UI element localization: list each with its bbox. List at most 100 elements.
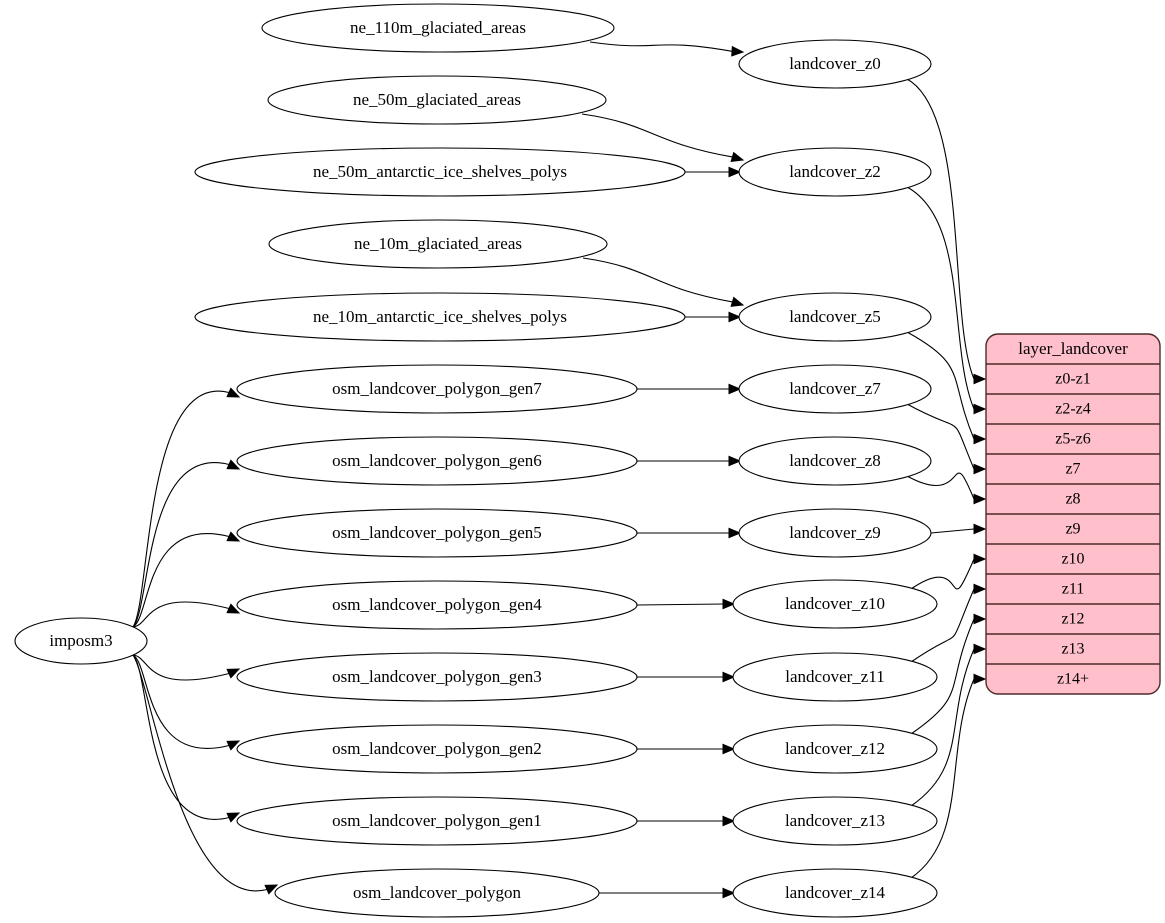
node-ellipse [236, 652, 638, 702]
graph-edge [906, 331, 975, 440]
edge-arrowhead [722, 815, 736, 827]
node-label: ne_110m_glaciated_areas [350, 18, 526, 37]
edge-arrowhead [973, 373, 987, 385]
edge-arrowhead [973, 673, 987, 685]
edge-arrowhead [973, 583, 987, 595]
table-row-label[interactable]: z7 [1065, 461, 1080, 478]
graph-node-ne_50m_glaciated_areas[interactable]: ne_50m_glaciated_areas [267, 75, 607, 125]
graph-edge [581, 113, 733, 158]
node-label: osm_landcover_polygon [353, 883, 522, 902]
edge-arrowhead [728, 166, 742, 178]
graph-node-ne_110m_glaciated_areas[interactable]: ne_110m_glaciated_areas [261, 3, 615, 53]
table-row-label[interactable]: z0-z1 [1055, 371, 1091, 388]
graph-edge [910, 588, 975, 663]
edge-arrowhead [973, 523, 987, 535]
graph-node-landcover_z14[interactable]: landcover_z14 [732, 868, 938, 918]
node-ellipse [261, 3, 615, 53]
node-label: osm_landcover_polygon_gen3 [332, 667, 542, 686]
graph-node-osm_landcover_polygon[interactable]: osm_landcover_polygon [274, 868, 600, 918]
node-label: landcover_z8 [789, 451, 881, 470]
graph-node-osm_landcover_polygon_gen3[interactable]: osm_landcover_polygon_gen3 [236, 652, 638, 702]
edge-arrowhead [973, 463, 987, 475]
node-ellipse [268, 219, 608, 269]
edge-arrowhead [728, 383, 742, 395]
table-row-label[interactable]: z11 [1062, 581, 1085, 598]
node-ellipse [236, 364, 638, 414]
graph-node-ne_50m_antarctic_ice_shelves_polys[interactable]: ne_50m_antarctic_ice_shelves_polys [194, 147, 686, 197]
graph-edge [589, 41, 733, 52]
node-label: osm_landcover_polygon_gen1 [332, 811, 542, 830]
graph-edge [906, 403, 975, 470]
node-label: ne_10m_antarctic_ice_shelves_polys [313, 307, 567, 326]
graph-node-osm_landcover_polygon_gen2[interactable]: osm_landcover_polygon_gen2 [236, 724, 638, 774]
graph-node-ne_10m_glaciated_areas[interactable]: ne_10m_glaciated_areas [268, 219, 608, 269]
graph-edge [132, 654, 230, 749]
node-ellipse [732, 724, 938, 774]
edge-arrowhead [264, 884, 279, 895]
node-label: landcover_z7 [789, 379, 881, 398]
edge-arrowhead [226, 668, 241, 679]
graph-edge [906, 472, 975, 500]
graph-node-landcover_z0[interactable]: landcover_z0 [738, 39, 932, 89]
node-label: osm_landcover_polygon_gen2 [332, 739, 542, 758]
graph-node-ne_10m_antarctic_ice_shelves_polys[interactable]: ne_10m_antarctic_ice_shelves_polys [194, 292, 686, 342]
node-label: landcover_z2 [789, 162, 881, 181]
graph-node-landcover_z5[interactable]: landcover_z5 [738, 292, 932, 342]
edge-arrowhead [973, 643, 987, 655]
graph-edge [910, 678, 975, 879]
graph-node-landcover_z9[interactable]: landcover_z9 [738, 508, 932, 558]
table-row-label[interactable]: z2-z4 [1055, 401, 1091, 418]
graph-node-landcover_z10[interactable]: landcover_z10 [732, 579, 938, 629]
layer-landcover-table: layer_landcover z0-z1 z2-z4 z5-z6 z7 z8 z9 z10 z… [985, 333, 1161, 695]
graph-edge [582, 257, 733, 303]
node-label: osm_landcover_polygon_gen4 [332, 595, 542, 614]
graph-node-osm_landcover_polygon_gen7[interactable]: osm_landcover_polygon_gen7 [236, 364, 638, 414]
edge-arrowhead [973, 493, 987, 505]
table-row-label[interactable]: z12 [1061, 611, 1084, 628]
node-ellipse [236, 724, 638, 774]
table-row-label[interactable]: z14+ [1057, 671, 1089, 688]
graph-node-imposm3[interactable]: imposm3 [14, 617, 148, 665]
table-row-label[interactable]: z13 [1061, 641, 1084, 658]
graph-node-landcover_z7[interactable]: landcover_z7 [738, 364, 932, 414]
node-label: landcover_z14 [785, 883, 886, 902]
node-label: osm_landcover_polygon_gen7 [332, 379, 542, 398]
layer-landcover-table-group[interactable]: layer_landcover z0-z1 z2-z4 z5-z6 z7 z8 z9 z10 z… [985, 333, 1161, 695]
graph-node-landcover_z8[interactable]: landcover_z8 [738, 436, 932, 486]
graph-edge [132, 533, 230, 628]
table-row-label[interactable]: z9 [1065, 521, 1080, 538]
table-row-label[interactable]: z5-z6 [1055, 431, 1091, 448]
edge-arrowhead [226, 740, 241, 751]
graph-node-landcover_z13[interactable]: landcover_z13 [732, 796, 938, 846]
node-label: osm_landcover_polygon_gen5 [332, 523, 542, 542]
graph-node-osm_landcover_polygon_gen5[interactable]: osm_landcover_polygon_gen5 [236, 508, 638, 558]
graph-edge [132, 654, 268, 892]
table-row-label[interactable]: z10 [1061, 551, 1084, 568]
graph-node-landcover_z12[interactable]: landcover_z12 [732, 724, 938, 774]
graph-edge [930, 528, 975, 534]
node-ellipse [236, 508, 638, 558]
graph-edge [132, 390, 230, 628]
node-ellipse [738, 39, 932, 89]
node-ellipse [732, 796, 938, 846]
node-label: landcover_z12 [785, 739, 885, 758]
edge-arrowhead [722, 887, 736, 899]
graph-edge [132, 654, 230, 681]
node-ellipse [738, 364, 932, 414]
graph-edge [132, 601, 230, 628]
node-label: imposm3 [49, 631, 112, 650]
graph-node-osm_landcover_polygon_gen1[interactable]: osm_landcover_polygon_gen1 [236, 796, 638, 846]
edge-arrowhead [730, 151, 745, 162]
graph-node-landcover_z2[interactable]: landcover_z2 [738, 147, 932, 197]
graph-node-osm_landcover_polygon_gen6[interactable]: osm_landcover_polygon_gen6 [236, 436, 638, 486]
node-ellipse [738, 508, 932, 558]
table-header-label: layer_landcover [1018, 339, 1128, 358]
node-ellipse [236, 436, 638, 486]
graph-edge [636, 603, 725, 606]
node-ellipse [267, 75, 607, 125]
node-label: osm_landcover_polygon_gen6 [332, 451, 542, 470]
graph-node-osm_landcover_polygon_gen4[interactable]: osm_landcover_polygon_gen4 [236, 580, 638, 630]
table-row-label[interactable]: z8 [1065, 491, 1080, 508]
graph-node-landcover_z11[interactable]: landcover_z11 [732, 652, 938, 702]
